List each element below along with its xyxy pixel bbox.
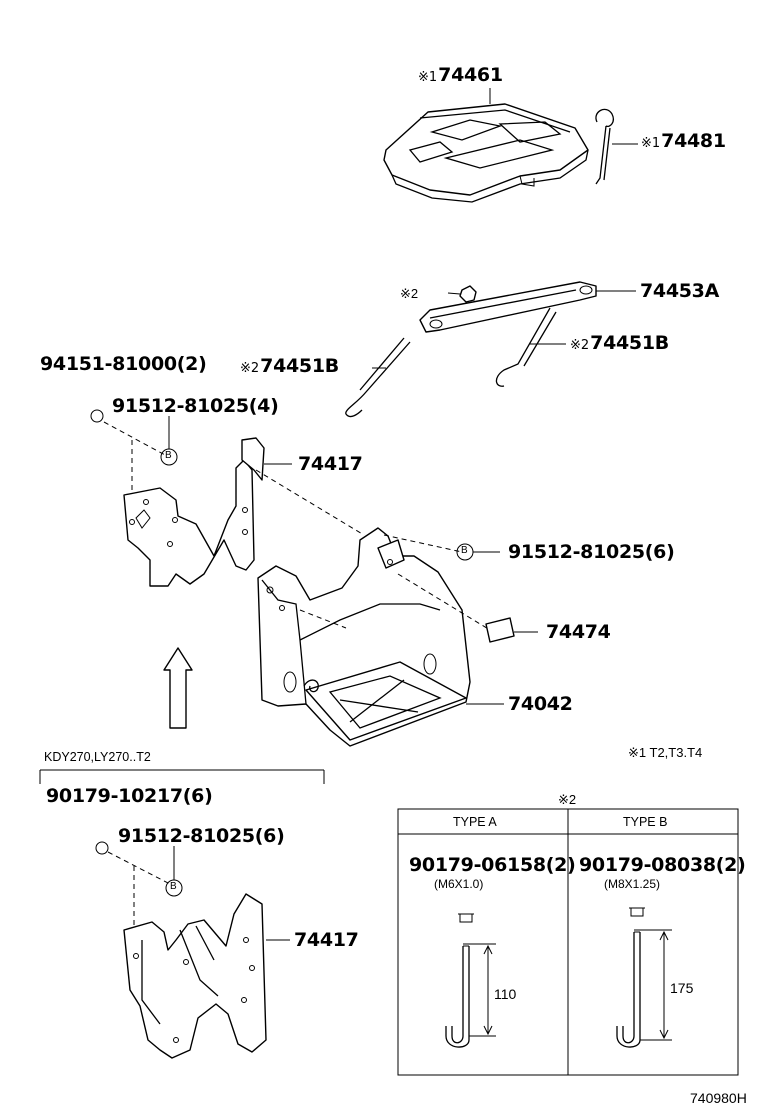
type-table xyxy=(397,808,739,1076)
type-a-length: 110 xyxy=(494,986,517,1002)
note-type-applicability: ※1 T2,T3.T4 xyxy=(628,745,703,760)
insulator-cover-74461 xyxy=(383,88,589,203)
j-bolt-74451b-right xyxy=(495,307,566,387)
callout-b-top xyxy=(456,543,500,561)
type-b-spec: (M8X1.25) xyxy=(604,877,661,891)
hold-down-nut xyxy=(447,285,477,303)
type-a-header: TYPE A xyxy=(453,815,497,829)
label-74417-bottom: 74417 xyxy=(294,929,359,951)
callout-letter-top-left: B xyxy=(165,450,172,461)
label-nut-mark: ※2 xyxy=(400,286,419,301)
label-74417-top: 74417 xyxy=(298,453,363,475)
type-a-part: 90179-06158(2) xyxy=(409,854,576,876)
battery-tray-74042 xyxy=(257,527,504,747)
variant-group xyxy=(39,769,325,1059)
type-b-header: TYPE B xyxy=(623,815,668,829)
pad-74474 xyxy=(485,617,538,643)
table-mark: ※2 xyxy=(558,792,577,807)
label-74042: 74042 xyxy=(508,693,573,715)
callout-letter-bottom: B xyxy=(170,881,177,892)
label-74461: ※174461 xyxy=(418,64,503,86)
label-91512-81025-6-top: 91512-81025(6) xyxy=(508,541,675,563)
bracket-74417-top xyxy=(90,409,365,587)
label-74451b-left: ※274451B xyxy=(240,355,339,377)
j-bolt-74451b-left xyxy=(345,337,411,418)
diagram-id: 740980H xyxy=(690,1090,747,1106)
type-b-bolt xyxy=(616,907,672,1048)
type-a-bolt xyxy=(445,913,496,1048)
clamp-rod-74481 xyxy=(595,108,638,185)
callout-letter-top-right: B xyxy=(461,545,468,556)
label-74474: 74474 xyxy=(546,621,611,643)
type-b-length: 175 xyxy=(670,980,694,996)
label-90179-10217: 90179-10217(6) xyxy=(46,785,213,807)
label-94151-81000: 94151-81000(2) xyxy=(40,353,207,375)
label-74451b-right: ※274451B xyxy=(570,332,669,354)
label-91512-81025-4: 91512-81025(4) xyxy=(112,395,279,417)
hold-down-clamp-74453a xyxy=(419,281,636,333)
variant-label: KDY270,LY270..T2 xyxy=(44,750,151,764)
up-arrow xyxy=(163,647,193,729)
label-91512-81025-6-bottom: 91512-81025(6) xyxy=(118,825,285,847)
type-a-spec: (M6X1.0) xyxy=(434,877,484,891)
label-74453a: 74453A xyxy=(640,280,720,302)
label-74481: ※174481 xyxy=(641,130,726,152)
type-b-part: 90179-08038(2) xyxy=(579,854,746,876)
